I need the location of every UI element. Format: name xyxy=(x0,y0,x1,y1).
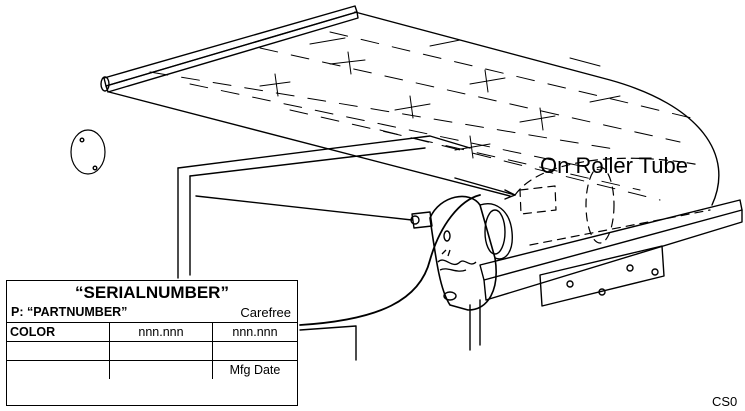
label-serial-number: “SERIALNUMBER” xyxy=(75,283,229,302)
label-part-number: P: “PARTNUMBER” xyxy=(11,305,128,319)
document-id: CS0 xyxy=(712,394,738,409)
label-cell xyxy=(7,360,110,379)
callout-on-roller-tube: On Roller Tube xyxy=(540,153,688,178)
awning-fabric xyxy=(108,91,511,197)
carefree-logo xyxy=(437,249,477,272)
label-cell: nnn.nnn xyxy=(109,322,213,342)
serial-number-label: “SERIALNUMBER” P: “PARTNUMBER” Carefree … xyxy=(6,280,298,406)
label-cell xyxy=(212,341,297,361)
label-row: COLOR nnn.nnn nnn.nnn xyxy=(7,322,297,342)
label-brand: Carefree xyxy=(240,305,291,320)
label-cell xyxy=(7,341,110,361)
roller-end-cap xyxy=(429,195,497,311)
label-row: Mfg Date xyxy=(7,360,297,379)
label-cell: Mfg Date xyxy=(212,360,297,379)
label-table: COLOR nnn.nnn nnn.nnn Mfg Date xyxy=(7,322,297,379)
label-cell xyxy=(109,341,213,361)
rv-wall xyxy=(177,135,471,169)
label-cell: nnn.nnn xyxy=(212,322,297,342)
label-row xyxy=(7,341,297,361)
label-cell: COLOR xyxy=(7,322,110,342)
label-cell xyxy=(109,360,213,379)
awning-rail xyxy=(103,5,358,87)
porthole xyxy=(70,129,106,175)
mounting-bracket xyxy=(539,245,665,307)
